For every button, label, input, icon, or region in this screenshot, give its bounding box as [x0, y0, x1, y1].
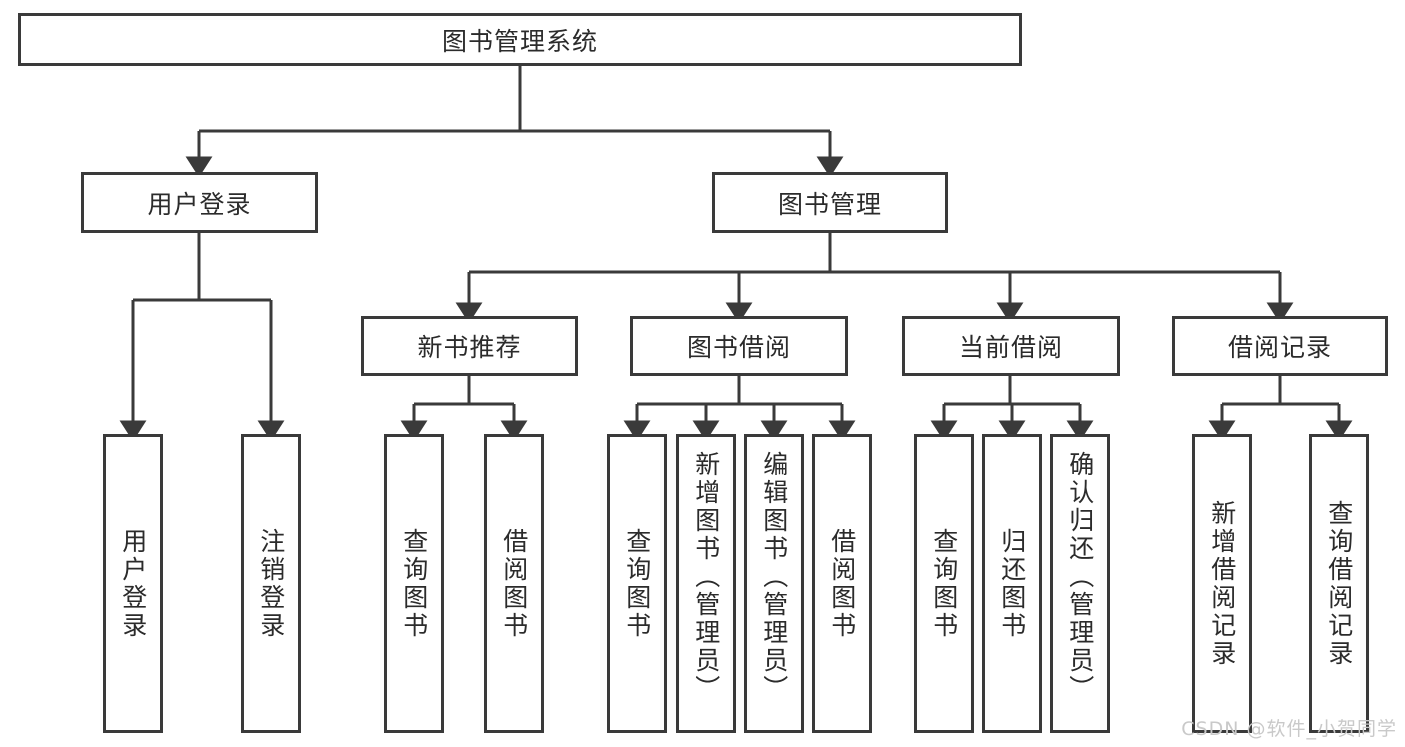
- leaf-book-borrow-query[interactable]: 查询图书: [607, 434, 667, 733]
- leaf-label: 查询图书: [929, 527, 959, 640]
- leaf-label: 确认归还（管理员）: [1065, 451, 1095, 703]
- leaf-user-login-signin[interactable]: 用户登录: [103, 434, 163, 733]
- leaf-label: 新增图书（管理员）: [691, 451, 721, 703]
- leaf-borrow-record-query[interactable]: 查询借阅记录: [1309, 434, 1369, 733]
- node-user-login[interactable]: 用户登录: [81, 172, 318, 233]
- leaf-label: 用户登录: [118, 527, 148, 640]
- leaf-label: 注销登录: [256, 527, 286, 640]
- node-current-borrow[interactable]: 当前借阅: [902, 316, 1120, 376]
- leaf-book-borrow-borrow[interactable]: 借阅图书: [812, 434, 872, 733]
- leaf-current-borrow-return[interactable]: 归还图书: [982, 434, 1042, 733]
- watermark-text: CSDN @软件_小贺同学: [1181, 718, 1397, 740]
- node-borrow-records[interactable]: 借阅记录: [1172, 316, 1388, 376]
- leaf-user-login-signout[interactable]: 注销登录: [241, 434, 301, 733]
- node-book-management[interactable]: 图书管理: [712, 172, 948, 233]
- leaf-label: 借阅图书: [499, 527, 529, 640]
- leaf-new-book-query[interactable]: 查询图书: [384, 434, 444, 733]
- node-new-book-recommend[interactable]: 新书推荐: [361, 316, 578, 376]
- leaf-new-book-borrow[interactable]: 借阅图书: [484, 434, 544, 733]
- leaf-label: 查询图书: [622, 527, 652, 640]
- leaf-book-borrow-edit[interactable]: 编辑图书（管理员）: [744, 434, 804, 733]
- leaf-current-borrow-confirm-return[interactable]: 确认归还（管理员）: [1050, 434, 1110, 733]
- leaf-label: 查询图书: [399, 527, 429, 640]
- leaf-current-borrow-query[interactable]: 查询图书: [914, 434, 974, 733]
- node-root[interactable]: 图书管理系统: [18, 13, 1022, 66]
- leaf-label: 借阅图书: [827, 527, 857, 640]
- leaf-borrow-record-add[interactable]: 新增借阅记录: [1192, 434, 1252, 733]
- node-book-borrow[interactable]: 图书借阅: [630, 316, 848, 376]
- leaf-label: 归还图书: [997, 527, 1027, 640]
- leaf-label: 查询借阅记录: [1324, 499, 1354, 668]
- leaf-label: 编辑图书（管理员）: [759, 451, 789, 703]
- leaf-label: 新增借阅记录: [1207, 499, 1237, 668]
- leaf-book-borrow-add[interactable]: 新增图书（管理员）: [676, 434, 736, 733]
